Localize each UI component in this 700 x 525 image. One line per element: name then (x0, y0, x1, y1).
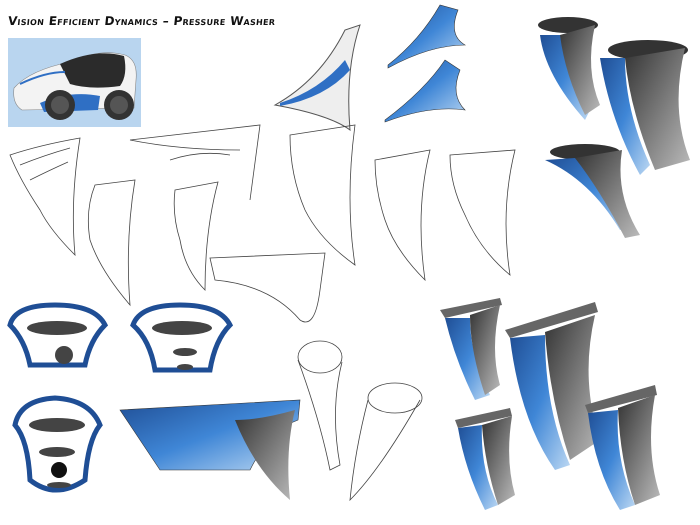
shaded-housing-sketches-top-right (538, 17, 690, 238)
line-sketches (9, 124, 516, 502)
car-rendering (8, 38, 141, 127)
blue-wing-sketches-bottom-right (440, 298, 660, 510)
front-view-sketches (7, 302, 234, 493)
blue-wing-sketches-top (273, 4, 467, 132)
blue-fender-sketch (119, 399, 301, 500)
